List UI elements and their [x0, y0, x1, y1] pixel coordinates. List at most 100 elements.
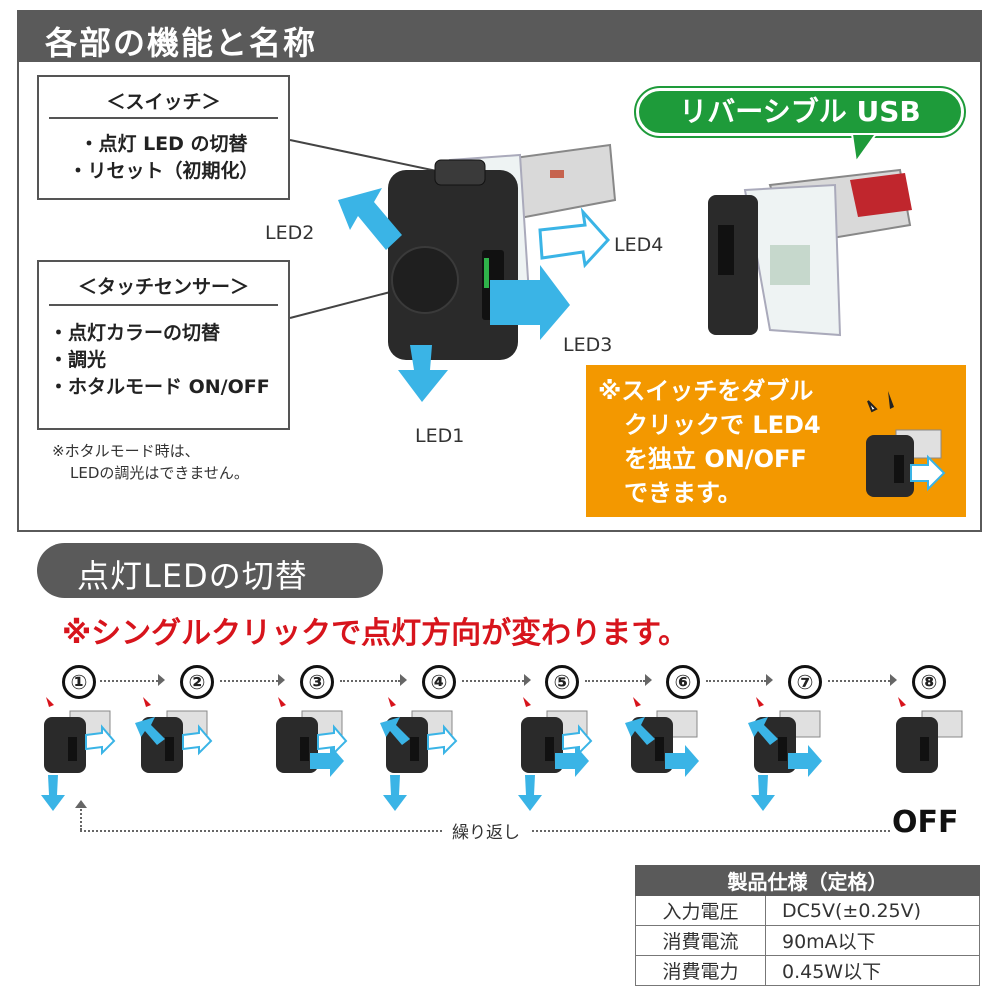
- mini-led4-arrow: [317, 724, 348, 756]
- mini-usb-port: [920, 737, 929, 761]
- reversible-usb-illustration: [708, 168, 912, 337]
- reversible-usb-plug-red: [850, 173, 912, 217]
- switch-press-marker: [46, 697, 54, 707]
- switch-info-list: ・点灯 LED の切替 ・リセット（初期化）: [39, 131, 288, 185]
- mini-led4-arrow: [562, 724, 593, 756]
- led-switch-header: 点灯LEDの切替: [37, 543, 383, 598]
- touch-sensor-info-item: ・ホタルモード ON/OFF: [49, 376, 270, 398]
- repeat-label: 繰り返し: [442, 818, 530, 843]
- mini-led4-arrow: [182, 724, 213, 756]
- usb-pill-pointer: [850, 133, 878, 165]
- off-label: OFF: [892, 805, 959, 840]
- mini-led4-arrow: [427, 724, 458, 756]
- step-number: ④: [422, 665, 456, 699]
- step-device-icon: [276, 697, 348, 777]
- spec-label: 消費電流: [635, 925, 766, 956]
- led2-arrow: [338, 188, 402, 250]
- led3-label: LED3: [563, 334, 613, 356]
- touch-sensor-info-title: ＜タッチセンサー＞: [77, 276, 249, 298]
- spec-label: 消費電力: [635, 955, 766, 986]
- mini-led3-arrow: [665, 745, 699, 777]
- functions-title: 各部の機能と名称: [45, 24, 318, 62]
- led4-arrow: [538, 207, 611, 269]
- spec-table: 製品仕様（定格） 入力電圧 DC5V(±0.25V) 消費電流 90mA以下 消…: [635, 865, 980, 986]
- mini-led3-arrow: [555, 745, 589, 777]
- mini-led2-arrow: [748, 717, 778, 745]
- switch-info-title: ＜スイッチ＞: [106, 91, 221, 113]
- mini-led1-arrow: [518, 775, 542, 811]
- step-connector: [100, 680, 158, 682]
- spec-table-row: 入力電圧 DC5V(±0.25V): [635, 895, 980, 926]
- spec-value: 0.45W以下: [765, 955, 980, 986]
- firefly-mode-note-line: ※ホタルモード時は、: [52, 442, 200, 460]
- led-indicator: [484, 258, 489, 288]
- usb-plug-slot: [550, 170, 564, 178]
- step-connector: [220, 680, 278, 682]
- switch-press-marker: [633, 697, 641, 707]
- touch-sensor-circle: [391, 246, 459, 314]
- spec-value: 90mA以下: [765, 925, 980, 956]
- led-switch-title: 点灯LEDの切替: [77, 557, 308, 595]
- device-switch-button: [434, 159, 486, 186]
- mini-usb-port: [545, 737, 554, 761]
- step-number: ②: [180, 665, 214, 699]
- double-click-note-line: クリックで LED4: [624, 411, 821, 439]
- spec-table-header-row: 製品仕様（定格）: [635, 865, 980, 896]
- switch-press-marker: [898, 697, 906, 707]
- double-click-note-box: ※スイッチをダブル クリックで LED4 を独立 ON/OFF できます。: [586, 365, 966, 517]
- step-connector: [585, 680, 645, 682]
- reversible-usb-board: [770, 245, 810, 285]
- step-connector-arrow: [278, 674, 285, 686]
- mini-usb-port: [300, 737, 309, 761]
- touch-sensor-info-list: ・点灯カラーの切替 ・調光 ・ホタルモード ON/OFF: [39, 320, 288, 401]
- spec-table-row: 消費電流 90mA以下: [635, 925, 980, 956]
- touch-sensor-info-divider: [49, 304, 278, 306]
- mini-led2-arrow: [380, 717, 410, 745]
- mini-usb-port: [778, 737, 787, 761]
- step-number: ⑧: [912, 665, 946, 699]
- mini-led4-arrow: [85, 724, 116, 756]
- functions-header: 各部の機能と名称: [19, 12, 980, 62]
- reversible-usb-side-port: [718, 225, 734, 275]
- step-device-icon: [41, 697, 116, 811]
- main-device-illustration: [338, 143, 617, 402]
- single-click-note: ※シングルクリックで点灯方向が変わります。: [62, 616, 689, 651]
- step-connector-arrow: [890, 674, 897, 686]
- step-connector: [706, 680, 766, 682]
- double-click-note-line: を独立 ON/OFF: [624, 445, 807, 473]
- spec-table-row: 消費電力 0.45W以下: [635, 955, 980, 986]
- step-connector-arrow: [158, 674, 165, 686]
- switch-press-marker: [523, 697, 531, 707]
- switch-press-marker: [756, 697, 764, 707]
- switch-press-marker: [278, 697, 286, 707]
- led3-arrow: [490, 265, 570, 340]
- switch-press-marker: [388, 697, 396, 707]
- double-click-note-line: できます。: [624, 479, 742, 507]
- step-device-icon: [896, 697, 963, 773]
- step-connector: [340, 680, 400, 682]
- switch-info-divider: [49, 117, 278, 119]
- switch-info-item: ・リセット（初期化）: [68, 160, 259, 182]
- step-connector-arrow: [766, 674, 773, 686]
- led1-label: LED1: [415, 425, 465, 447]
- spec-label: 入力電圧: [635, 895, 766, 926]
- led1-arrow: [398, 345, 448, 402]
- mini-led1-arrow: [41, 775, 65, 811]
- led4-label: LED4: [614, 234, 664, 256]
- step-number: ③: [300, 665, 334, 699]
- double-click-note-line: ※スイッチをダブル: [598, 377, 814, 405]
- spec-value: DC5V(±0.25V): [765, 895, 980, 926]
- mini-led1-arrow: [383, 775, 407, 811]
- step-device-icon: [748, 697, 822, 811]
- firefly-mode-note-line: LEDの調光はできません。: [70, 464, 249, 482]
- mini-led3-arrow: [310, 745, 344, 777]
- led2-label: LED2: [265, 222, 315, 244]
- step-number: ①: [62, 665, 96, 699]
- switch-info-item: ・点灯 LED の切替: [79, 133, 248, 155]
- mini-usb-port: [68, 737, 77, 761]
- step-device-icon: [380, 697, 458, 811]
- step-number: ⑤: [545, 665, 579, 699]
- spec-table-title: 製品仕様（定格）: [635, 865, 980, 896]
- touch-sensor-info-box: ＜タッチセンサー＞ ・点灯カラーの切替 ・調光 ・ホタルモード ON/OFF: [37, 260, 290, 430]
- step-number: ⑦: [788, 665, 822, 699]
